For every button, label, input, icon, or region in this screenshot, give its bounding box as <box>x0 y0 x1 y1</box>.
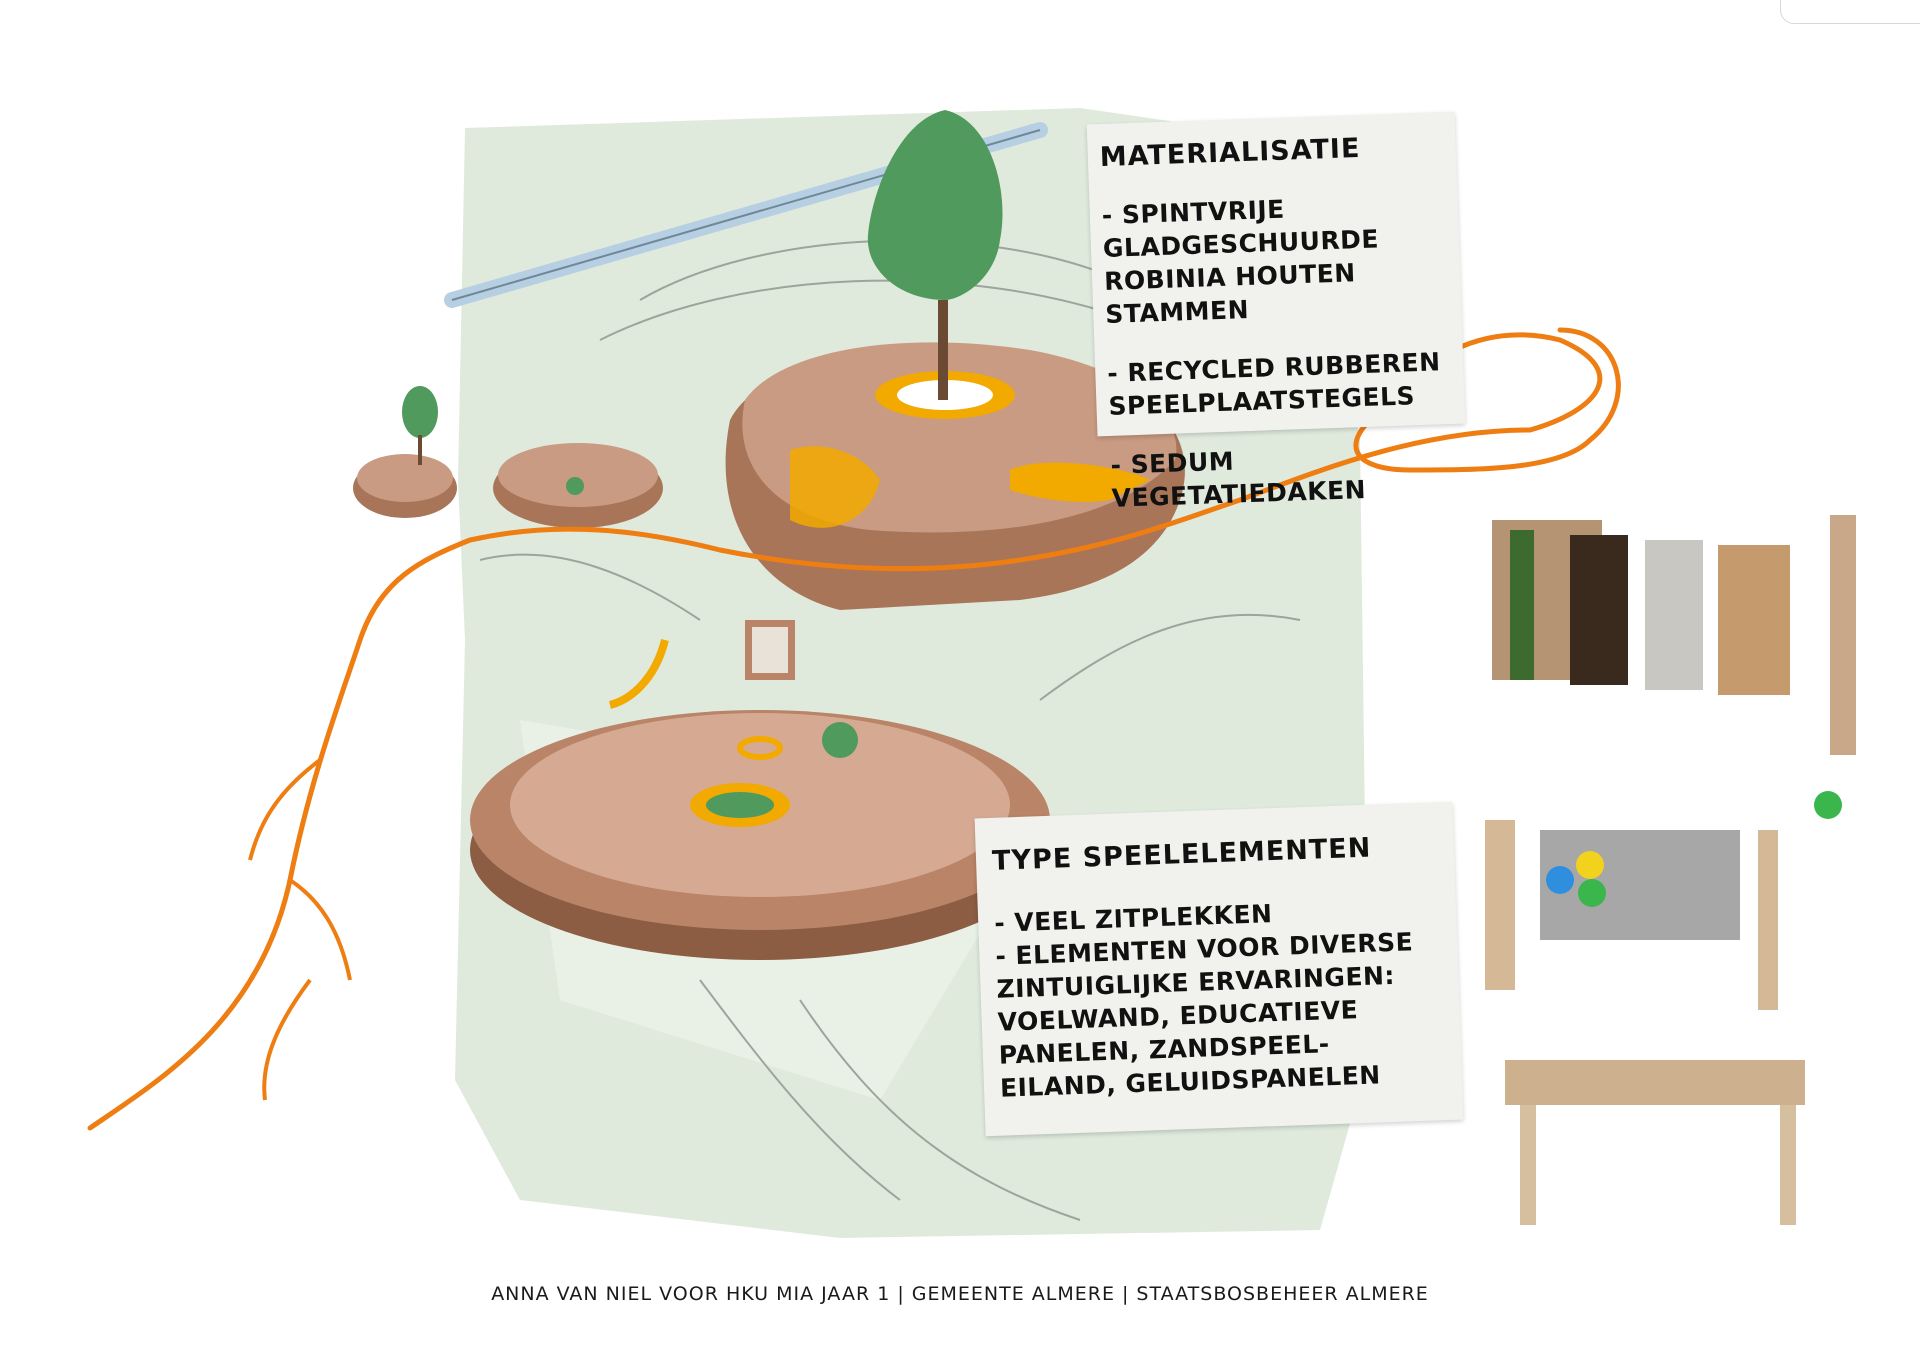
tree-crown <box>867 110 1003 300</box>
sand-table <box>1505 1060 1805 1225</box>
sensory-wall <box>1492 515 1856 755</box>
footer-credits: ANNA VAN NIEL VOOR HKU MIA JAAR 1 | GEME… <box>491 1283 1429 1305</box>
small-island-2 <box>493 443 663 528</box>
window-corner <box>1780 0 1920 24</box>
materialisatie-item: - RECYCLED RUBBEREN SPEELPLAATSTEGELS <box>1106 347 1441 421</box>
tree-island <box>725 110 1185 610</box>
speelelementen-title: TYPE SPEELELEMENTEN <box>991 832 1372 877</box>
small-island-1 <box>353 386 457 518</box>
sound-panels <box>1485 791 1842 1010</box>
materialisatie-title: MATERIALISATIE <box>1099 132 1361 174</box>
materialisatie-item: - SPINTVRIJE GLADGESCHUURDE ROBINIA HOUT… <box>1101 194 1380 329</box>
round-playground <box>470 620 1050 960</box>
orange-path <box>87 327 1621 1131</box>
materialisatie-note: MATERIALISATIE - SPINTVRIJE GLADGESCHUUR… <box>1086 111 1466 513</box>
speelelementen-item: - ELEMENTEN VOOR DIVERSE ZINTUIGLIJKE ER… <box>994 927 1414 1103</box>
materialisatie-item: - SEDUM VEGETATIEDAKEN <box>1110 446 1367 513</box>
speelelementen-note: TYPE SPEELELEMENTEN - VEEL ZITPLEKKEN - … <box>974 801 1464 1137</box>
